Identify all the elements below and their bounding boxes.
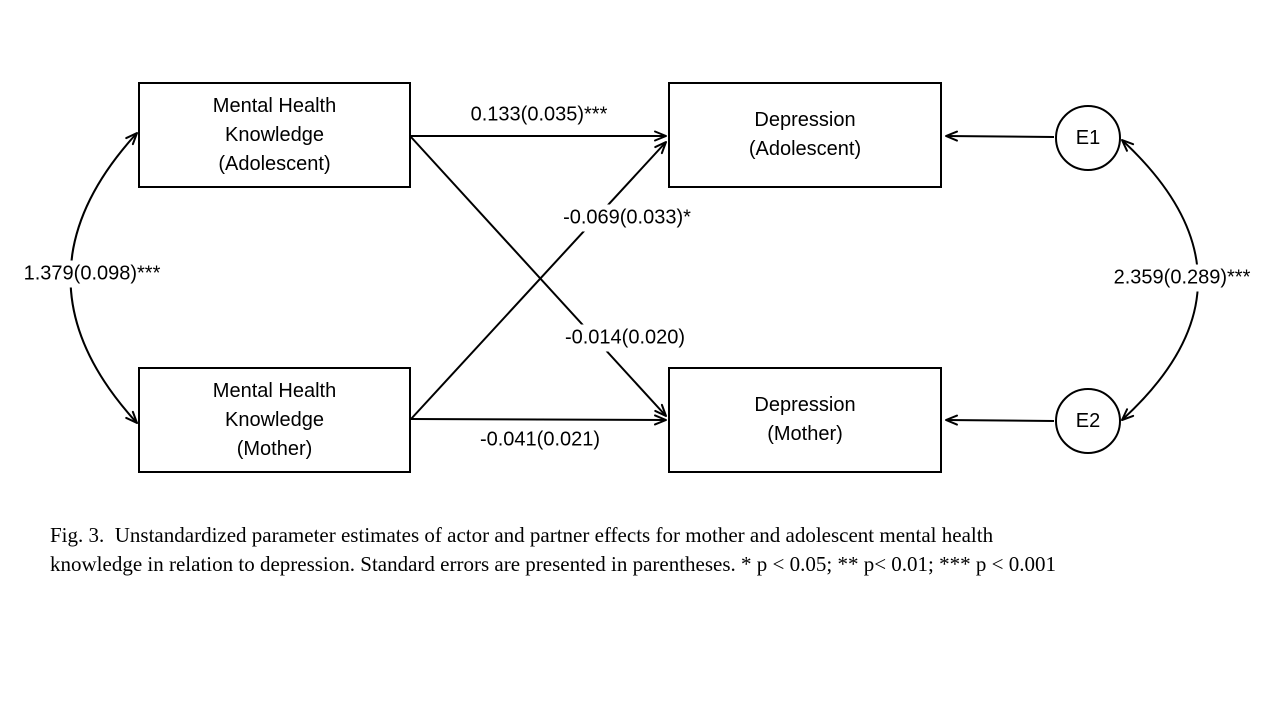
node-mental-health-knowledge-adolescent: Mental Health Knowledge (Adolescent) xyxy=(138,82,411,188)
path-label-adolescent-to-mother-partner: -0.014(0.020) xyxy=(560,324,690,352)
node-label-line: Mental Health xyxy=(212,94,337,117)
node-depression-adolescent: Depression (Adolescent) xyxy=(668,82,942,188)
node-label-line: Knowledge xyxy=(225,408,324,431)
error-term-e2: E2 xyxy=(1055,388,1121,454)
node-depression-mother: Depression (Mother) xyxy=(668,367,942,473)
node-label-line: Knowledge xyxy=(225,123,324,146)
actor-path-mother-arrow xyxy=(410,414,667,426)
path-label-mother-actor: -0.041(0.021) xyxy=(475,426,605,454)
node-mental-health-knowledge-mother: Mental Health Knowledge (Mother) xyxy=(138,367,411,473)
figure-caption-line-1: Fig. 3. Unstandardized parameter estimat… xyxy=(50,523,994,547)
error-term-e1: E1 xyxy=(1055,105,1121,171)
node-label-line: (Adolescent) xyxy=(748,138,862,160)
path-label-adolescent-actor: 0.133(0.035)*** xyxy=(466,101,612,129)
node-label-line: Depression xyxy=(754,394,856,416)
error-e1-arrow xyxy=(945,130,1055,142)
covariance-label-errors: 2.359(0.289)*** xyxy=(1109,264,1255,292)
figure-caption-line-2: knowledge in relation to depression. Sta… xyxy=(50,552,1056,576)
error-e2-arrow xyxy=(945,414,1055,426)
node-label-line: (Mother) xyxy=(236,437,313,460)
node-label-line: E2 xyxy=(1075,409,1101,432)
node-label-line: (Mother) xyxy=(767,423,843,445)
node-label-line: Mental Health xyxy=(212,379,337,402)
partner-path-mother-to-adolescent-arrow xyxy=(410,141,667,420)
node-label-line: (Adolescent) xyxy=(218,152,331,175)
node-label-line: Depression xyxy=(754,109,856,131)
path-label-mother-to-adolescent-partner: -0.069(0.033)* xyxy=(559,204,695,232)
covariance-label-knowledge: 1.379(0.098)*** xyxy=(19,260,165,288)
figure-caption: Fig. 3. Unstandardized parameter estimat… xyxy=(50,521,1235,579)
node-label-line: E1 xyxy=(1075,126,1101,149)
partner-path-adolescent-to-mother-arrow xyxy=(410,136,667,417)
